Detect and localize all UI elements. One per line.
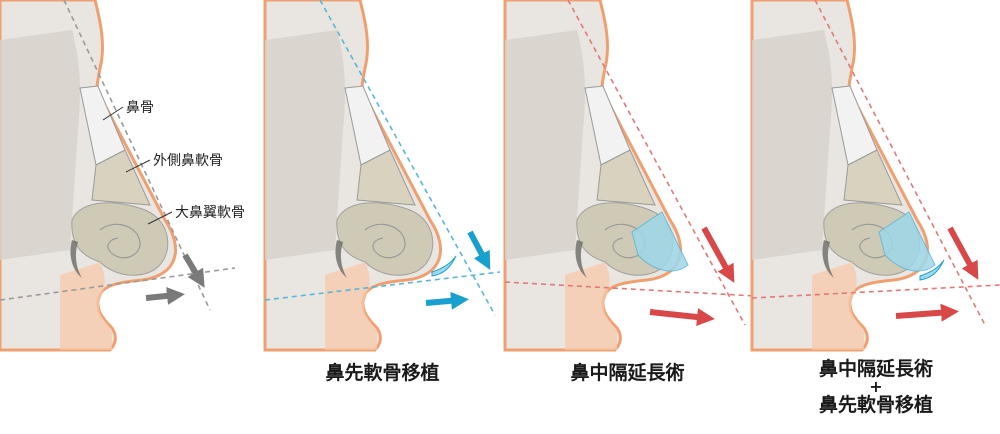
- panel-septal-extension: [503, 0, 756, 352]
- tip-graft-shape: [431, 255, 457, 277]
- red-arrow-right-2: [895, 303, 959, 322]
- caption-combined-line2: 鼻先軟骨移植: [818, 394, 933, 416]
- label-nasal-bone: 鼻骨: [126, 99, 154, 116]
- septal-graft-shape-2: [878, 211, 936, 272]
- caption-tip-graft: 鼻先軟骨移植: [325, 362, 440, 384]
- leader-nasal-bone: [102, 106, 124, 121]
- blue-arrow-right: [425, 291, 469, 310]
- caption-combined-plus: +: [869, 377, 883, 396]
- gray-arrow-right: [145, 286, 185, 305]
- gray-base-guide: [0, 267, 236, 301]
- leader-alar-cartilage: [147, 211, 173, 225]
- red-profile-guide-2: [814, 0, 986, 326]
- red-profile-guide: [567, 0, 746, 326]
- gray-profile-guide: [63, 0, 211, 311]
- panel-tip-graft: [263, 0, 501, 352]
- caption-combined-line1: 鼻中隔延長術: [818, 358, 933, 380]
- label-lateral-cartilage: 外側鼻軟骨: [153, 152, 223, 169]
- leader-lateral-cartilage: [125, 159, 151, 173]
- caption-septal-extension: 鼻中隔延長術: [570, 362, 685, 384]
- tip-graft-shape-2: [919, 259, 945, 281]
- blue-base-guide: [264, 271, 501, 301]
- panel-combined: [750, 0, 1000, 352]
- red-arrow-right: [649, 308, 715, 326]
- blue-arrow-down: [467, 230, 491, 270]
- red-base-guide: [504, 281, 756, 297]
- gray-arrow-down: [182, 253, 205, 288]
- septal-graft-shape: [631, 211, 689, 272]
- label-alar-cartilage: 大鼻翼軟骨: [175, 204, 245, 221]
- blue-profile-guide: [319, 0, 496, 316]
- red-arrow-down-2: [947, 226, 979, 280]
- red-arrow-down: [701, 226, 735, 283]
- panel-original: 鼻骨 外側鼻軟骨 大鼻翼軟骨: [0, 0, 245, 352]
- caption-combined: 鼻中隔延長術 + 鼻先軟骨移植: [752, 358, 1000, 416]
